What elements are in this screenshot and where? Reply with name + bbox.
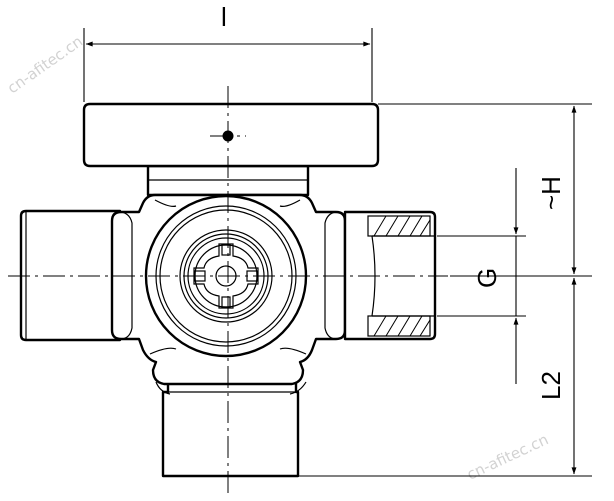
dimension-length-label: L2	[536, 371, 566, 400]
centre-lines	[8, 86, 448, 496]
watermark-top-left: cn-afitec.cn	[4, 32, 86, 97]
dimension-width: l	[83, 2, 373, 102]
bottom-outlet-port	[155, 368, 307, 478]
dimension-thread-label: G	[472, 268, 502, 288]
dimension-length: L2	[298, 277, 592, 477]
right-threaded-port	[343, 210, 437, 341]
valve-handle	[82, 102, 380, 168]
dimension-thread: G	[437, 168, 526, 384]
dimension-width-label: l	[221, 2, 227, 32]
ball-flow-slot	[193, 243, 259, 309]
dimension-height: ~H	[378, 103, 592, 277]
dimension-height-label: ~H	[536, 176, 566, 210]
